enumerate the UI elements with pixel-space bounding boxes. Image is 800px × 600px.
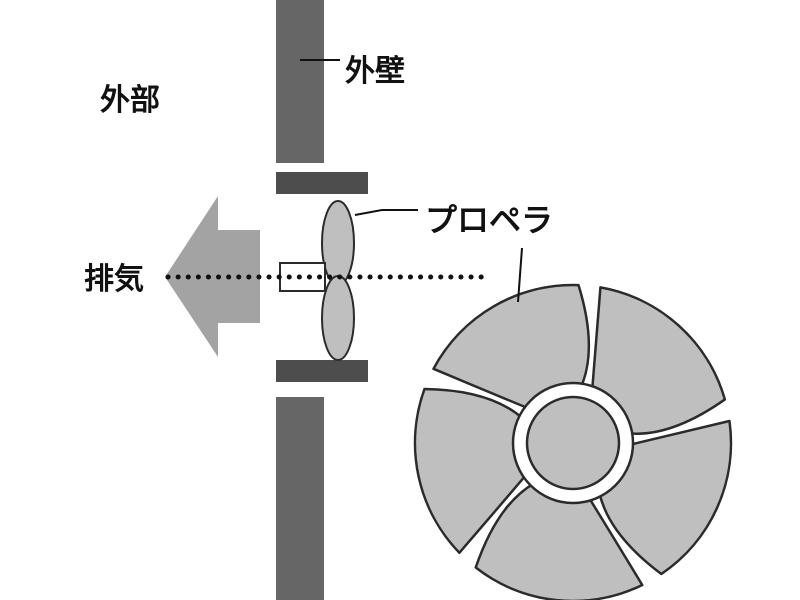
propeller-leader-line <box>354 209 418 216</box>
propeller-blade-upper <box>321 200 355 286</box>
exhaust-label: 排気 <box>84 262 144 297</box>
fan-blade <box>598 419 733 576</box>
propeller-label: プロペラ <box>425 201 553 239</box>
opening-frame-bottom <box>276 360 368 382</box>
fan-hub <box>525 395 621 491</box>
outer-wall-lower <box>276 397 324 600</box>
fan-front-view <box>413 283 733 600</box>
propeller-blade-lower <box>321 275 355 361</box>
fan-blade <box>590 286 727 435</box>
fan-blade <box>432 283 591 410</box>
outer-wall-label: 外壁 <box>345 54 405 89</box>
fan-leader-line <box>517 247 523 303</box>
exhaust-arrow <box>165 196 260 357</box>
outside-label: 外部 <box>100 83 160 118</box>
opening-frame-top <box>276 172 368 194</box>
outer-wall-upper <box>276 0 324 163</box>
fan-blade <box>413 387 528 555</box>
